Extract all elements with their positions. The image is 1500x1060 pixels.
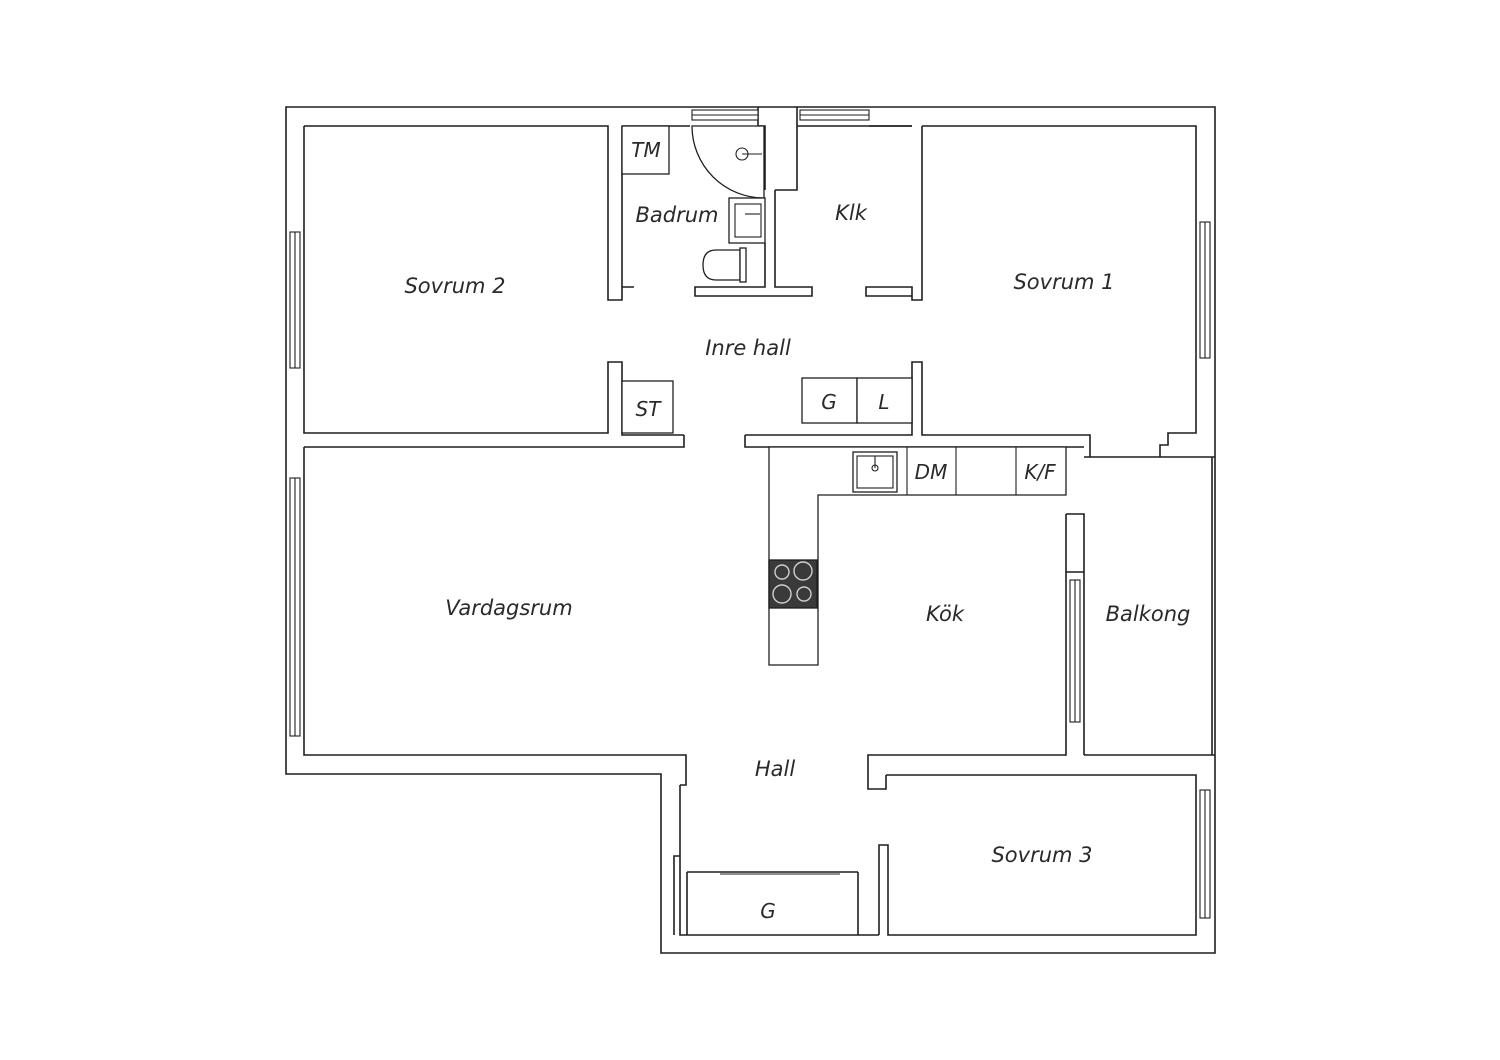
label-g-inner: G (821, 390, 837, 414)
label-l-inner: L (878, 390, 889, 414)
label-tm: TM (631, 138, 660, 162)
label-hall: Hall (755, 757, 795, 781)
closet-g (801, 377, 858, 424)
label-inre-hall: Inre hall (705, 336, 791, 360)
kitchen-counter (768, 446, 1067, 666)
label-klk: Klk (835, 201, 868, 225)
label-balkong: Balkong (1106, 602, 1191, 626)
label-dm: DM (915, 460, 948, 484)
label-vardagsrum: Vardagsrum (445, 596, 572, 620)
label-sovrum1: Sovrum 1 (1013, 270, 1114, 294)
closet-l (856, 377, 913, 424)
label-g-hall: G (760, 899, 776, 923)
closet-st (621, 380, 674, 434)
label-badrum: Badrum (635, 203, 718, 227)
bathroom-fixtures (621, 125, 766, 283)
room-labels: Sovrum 2 Sovrum 1 Sovrum 3 Badrum Klk In… (404, 201, 1190, 867)
label-kok: Kök (926, 602, 965, 626)
kitchen (768, 446, 1067, 666)
fixture-labels: TM ST G L DM K/F G (631, 138, 1056, 923)
label-sovrum2: Sovrum 2 (404, 274, 505, 298)
washing-machine-box (621, 125, 670, 175)
outer-walls (285, 106, 1216, 954)
label-kf: K/F (1024, 460, 1056, 484)
label-sovrum3: Sovrum 3 (991, 843, 1092, 867)
label-st: ST (636, 397, 663, 421)
shower (691, 125, 765, 199)
inner-hall-closets (621, 377, 913, 434)
toilet (702, 249, 741, 281)
sink (728, 197, 766, 244)
windows (289, 109, 1211, 919)
